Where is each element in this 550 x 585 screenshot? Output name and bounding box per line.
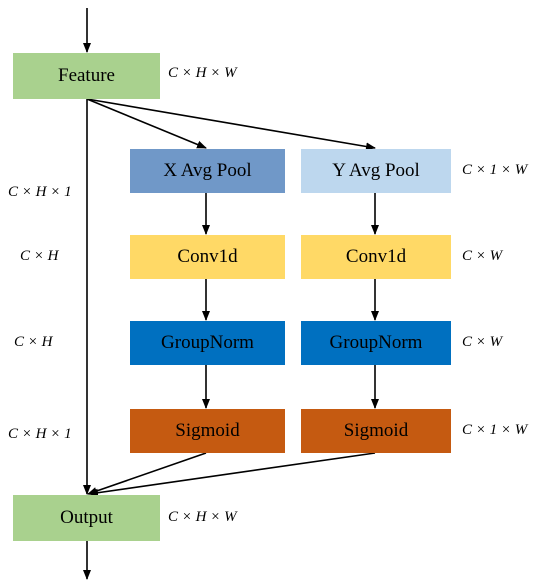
left-dim-4: C × H × 1 bbox=[8, 426, 72, 442]
left-dim-3: C × H bbox=[14, 334, 53, 350]
output-label: Output bbox=[60, 507, 113, 528]
output-block: Output bbox=[13, 495, 160, 541]
groupnorm-y-label: GroupNorm bbox=[329, 332, 423, 353]
right-dim-2: C × W bbox=[462, 248, 503, 264]
x-avg-pool-block: X Avg Pool bbox=[130, 149, 285, 193]
output-dim-label: C × H × W bbox=[168, 509, 237, 525]
arrow-feature-to-y-avg-pool bbox=[86, 98, 376, 151]
left-dim-1: C × H × 1 bbox=[8, 184, 72, 200]
right-dim-4: C × 1 × W bbox=[462, 422, 528, 438]
arrow-sigmoid-x-to-output bbox=[87, 452, 207, 495]
sigmoid-x-block: Sigmoid bbox=[130, 409, 285, 453]
conv1d-x-label: Conv1d bbox=[177, 246, 238, 267]
right-dim-3: C × W bbox=[462, 334, 503, 350]
x-avg-pool-label: X Avg Pool bbox=[163, 160, 252, 181]
arrow-feature-to-x-avg-pool bbox=[86, 98, 207, 149]
conv1d-x-block: Conv1d bbox=[130, 235, 285, 279]
y-avg-pool-block: Y Avg Pool bbox=[301, 149, 451, 193]
groupnorm-x-block: GroupNorm bbox=[130, 321, 285, 365]
right-dim-1: C × 1 × W bbox=[462, 162, 528, 178]
sigmoid-x-label: Sigmoid bbox=[175, 420, 240, 441]
sigmoid-y-label: Sigmoid bbox=[343, 420, 409, 441]
conv1d-y-label: Conv1d bbox=[345, 246, 407, 267]
feature-dim-label: C × H × W bbox=[168, 65, 237, 81]
feature-block: Feature bbox=[13, 53, 160, 99]
groupnorm-y-block: GroupNorm bbox=[301, 321, 451, 365]
groupnorm-x-label: GroupNorm bbox=[161, 332, 254, 353]
left-dim-2: C × H bbox=[20, 248, 59, 264]
arrow-sigmoid-y-to-output bbox=[88, 452, 376, 497]
sigmoid-y-block: Sigmoid bbox=[301, 409, 451, 453]
conv1d-y-block: Conv1d bbox=[301, 235, 451, 279]
y-avg-pool-label: Y Avg Pool bbox=[332, 160, 420, 181]
feature-label: Feature bbox=[58, 65, 115, 86]
